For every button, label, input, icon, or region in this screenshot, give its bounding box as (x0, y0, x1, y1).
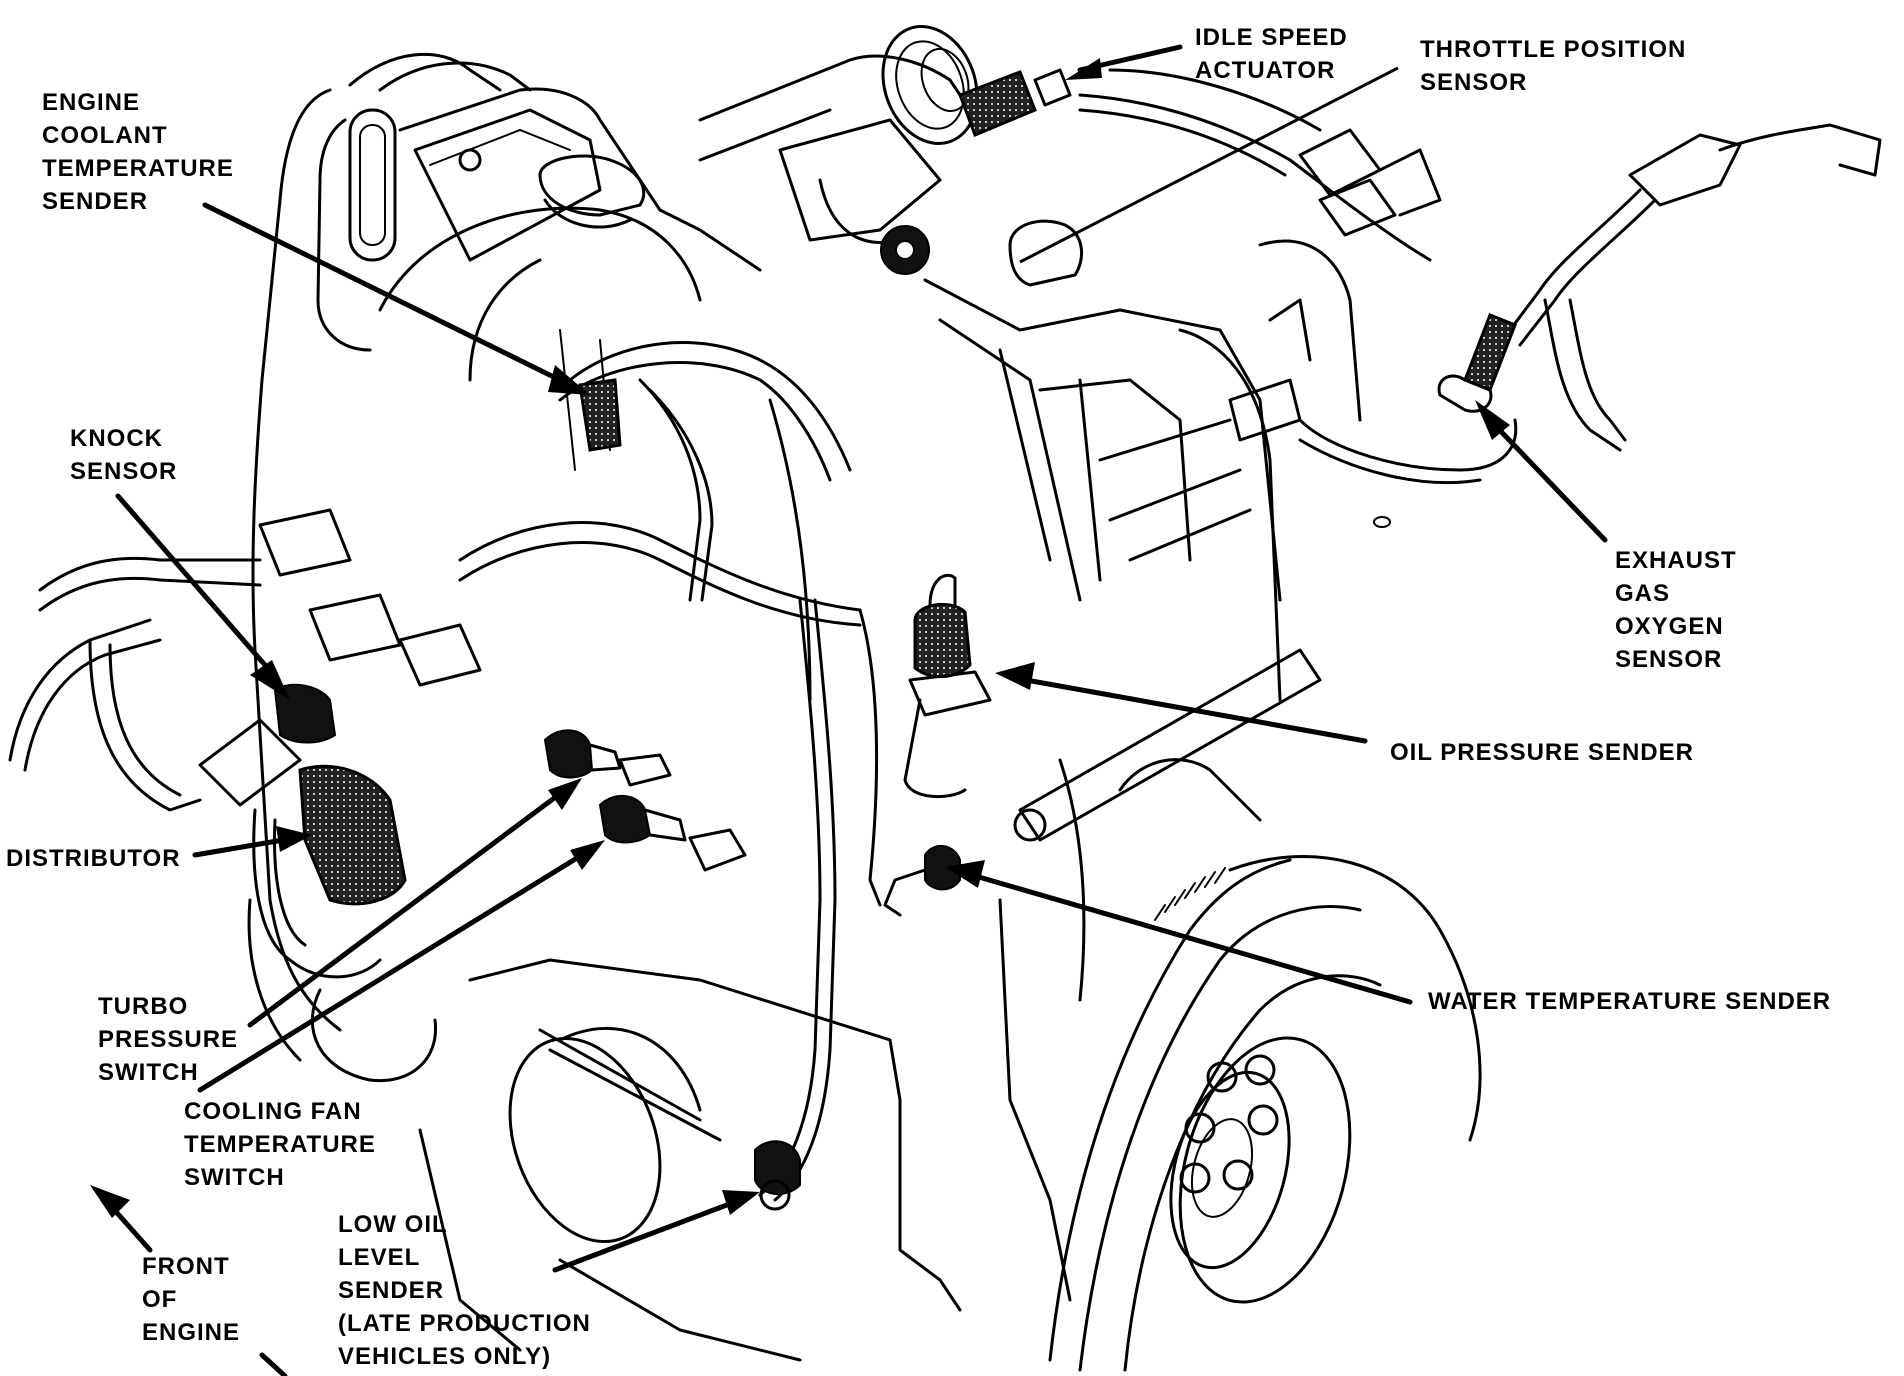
arrowhead-exhaust-oxygen (1475, 400, 1510, 440)
label-water-temperature-sender: WATER TEMPERATURE SENDER (1428, 988, 1832, 1015)
arrowhead-turbo-pressure (548, 778, 582, 810)
leader-cooling-fan (197, 847, 593, 1093)
label-knock-sensor: KNOCK SENSOR (70, 425, 178, 485)
leader-throttle-position (1019, 66, 1399, 264)
arrowhead-low-oil-level (722, 1190, 760, 1215)
arrowhead-distributor (276, 826, 312, 852)
engine-block-artwork (8, 25, 1882, 1372)
arrowhead-knock-sensor (250, 660, 290, 700)
label-exhaust-gas-oxygen-sensor: EXHAUST GAS OXYGEN SENSOR (1615, 547, 1737, 673)
label-cooling-fan-temperature-switch: COOLING FAN TEMPERATURE SWITCH (184, 1098, 376, 1191)
leader-engine-coolant (202, 202, 573, 388)
leader-oil-pressure (1012, 675, 1368, 744)
leader-turbo-pressure (247, 787, 568, 1028)
arrowhead-cooling-fan (570, 840, 605, 870)
label-front-of-engine: FRONT OF ENGINE (142, 1253, 241, 1346)
leader-knock-sensor (115, 493, 281, 683)
leader-water-temperature (962, 870, 1413, 1005)
label-oil-pressure-sender: OIL PRESSURE SENDER (1390, 739, 1694, 766)
arrowhead-oil-pressure (995, 662, 1035, 690)
label-low-oil-level-sender: LOW OIL LEVEL SENDER (LATE PRODUCTION VE… (338, 1211, 591, 1370)
leader-exhaust-oxygen (1487, 417, 1608, 543)
front-of-engine-tail (259, 1352, 288, 1376)
front-of-engine-arrow-icon (90, 1185, 130, 1218)
leader-low-oil-level (552, 1197, 743, 1273)
label-distributor: DISTRIBUTOR (6, 845, 181, 872)
label-idle-speed-actuator: IDLE SPEED ACTUATOR (1195, 24, 1348, 84)
arrowhead-water-temperature (945, 860, 985, 888)
label-throttle-position-sensor: THROTTLE POSITION SENSOR (1420, 36, 1687, 96)
label-turbo-pressure-switch: TURBO PRESSURE SWITCH (98, 993, 239, 1086)
arrowhead-idle-speed (1065, 58, 1102, 80)
label-engine-coolant-temperature-sender: ENGINE COOLANT TEMPERATURE SENDER (42, 89, 234, 215)
leader-lines (90, 44, 1608, 1376)
arrowhead-engine-coolant (548, 365, 590, 395)
